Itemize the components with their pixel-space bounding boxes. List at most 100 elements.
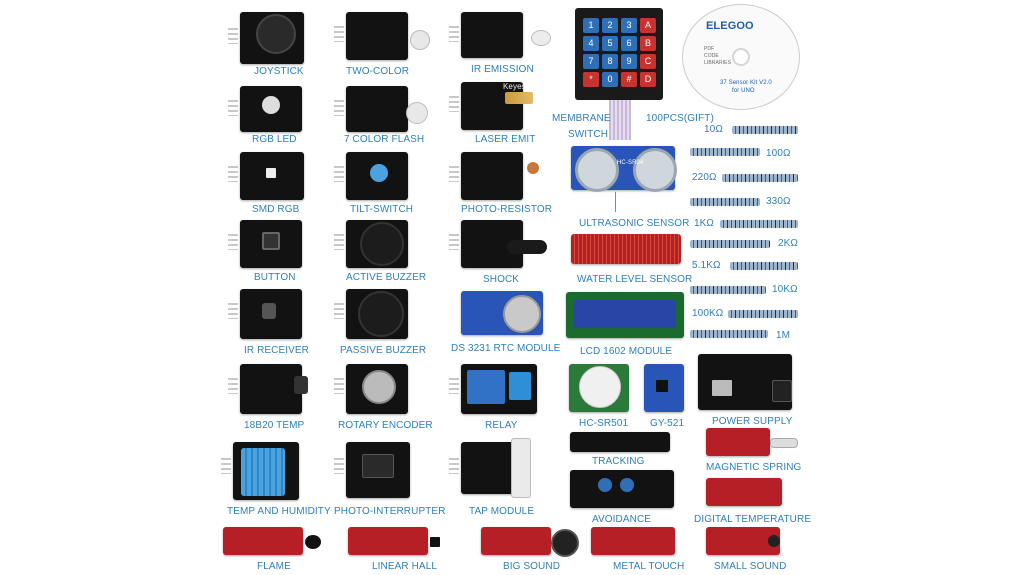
label-joystick: JOYSTICK: [254, 66, 304, 77]
cd-line-pdf: PDF: [704, 46, 715, 52]
header-pins: [334, 234, 344, 250]
photo-resistor-board: [461, 152, 523, 200]
two-color-board: [346, 12, 408, 60]
key-b: B: [640, 36, 656, 51]
label-button: BUTTON: [254, 272, 296, 283]
cd-logo: ELEGOO: [706, 20, 754, 32]
label-small-sound: SMALL SOUND: [714, 561, 787, 572]
module-avoidance: AVOIDANCE: [570, 468, 690, 528]
tracking-board: [570, 432, 670, 452]
cd-line-code: CODE: [704, 53, 719, 59]
label-18b20-temp: 18B20 TEMP: [244, 420, 305, 431]
lead-wire: [615, 192, 616, 212]
key-hash: #: [621, 72, 637, 87]
module-tracking: TRACKING: [570, 430, 680, 470]
module-photo-resistor: PHOTO-RESISTOR: [445, 148, 565, 218]
label-smd-rgb: SMD RGB: [252, 204, 300, 215]
ir-receiver-icon: [262, 303, 276, 319]
res-100k: 100KΩ: [692, 308, 724, 319]
cd-line-libraries: LIBRARIES: [704, 60, 732, 66]
cd-disc: [682, 4, 800, 110]
module-two-color: TWO-COLOR: [330, 8, 440, 78]
key-9: 9: [621, 54, 637, 69]
module-photo-interrupter: PHOTO-INTERRUPTER: [330, 440, 445, 520]
module-power-supply: POWER SUPPLY: [690, 350, 800, 430]
resistor-row: [732, 126, 798, 134]
module-hc-sr501: HC-SR501: [565, 362, 637, 430]
ultrasonic-transducer-icon: [633, 148, 677, 192]
magnetic-spring-board: [706, 428, 770, 456]
tilt-switch-icon: [370, 164, 388, 182]
tap-spring-icon: [511, 438, 531, 498]
header-pins: [334, 303, 344, 319]
laser-head-icon: [505, 92, 533, 104]
usb-port-icon: [712, 380, 732, 396]
label-flame: FLAME: [257, 561, 291, 572]
label-linear-hall: LINEAR HALL: [372, 561, 438, 572]
label-relay: RELAY: [485, 420, 518, 431]
resistor-row: [728, 310, 798, 318]
7-color-flash-board: [346, 86, 408, 132]
label-metal-touch: METAL TOUCH: [613, 561, 685, 572]
key-c: C: [640, 54, 656, 69]
label-rgb-led: RGB LED: [252, 134, 297, 145]
key-d: D: [640, 72, 656, 87]
module-water-level: WATER LEVEL SENSOR: [565, 232, 693, 290]
header-pins: [334, 100, 344, 116]
module-passive-buzzer: PASSIVE BUZZER: [330, 287, 440, 357]
header-pins: [334, 458, 344, 474]
module-temp-humidity: TEMP AND HUMIDITY: [215, 440, 331, 520]
key-7: 7: [583, 54, 599, 69]
label-digital-temperature: DIGITAL TEMPERATURE: [694, 514, 812, 525]
header-pins: [449, 378, 459, 394]
header-pins: [334, 378, 344, 394]
header-pins: [449, 458, 459, 474]
module-rotary-encoder: ROTARY ENCODER: [330, 362, 440, 434]
water-level-board: [571, 234, 681, 264]
module-big-sound: BIG SOUND: [475, 525, 585, 575]
header-pins: [228, 28, 238, 44]
module-magnetic-spring: MAGNETIC SPRING: [700, 426, 801, 478]
res-220: 220Ω: [692, 172, 717, 183]
resistor-row: [690, 198, 760, 206]
keypad-grid: 1 2 3 A 4 5 6 B 7 8 9 C * 0 # D: [583, 18, 657, 87]
module-ir-receiver: IR RECEIVER: [228, 287, 318, 357]
led-icon: [410, 30, 430, 50]
res-5-1k: 5.1KΩ: [692, 260, 721, 271]
label-big-sound: BIG SOUND: [503, 561, 561, 572]
smd-led-icon: [266, 168, 276, 178]
module-ds3231: DS 3231 RTC MODULE: [445, 287, 565, 357]
label-gift: 100PCS(GIFT): [646, 113, 714, 124]
label-hc-sr501: HC-SR501: [579, 418, 629, 429]
res-2k: 2KΩ: [778, 238, 799, 249]
module-18b20-temp: 18B20 TEMP: [228, 362, 318, 434]
big-sound-board: [481, 527, 551, 555]
label-water-level: WATER LEVEL SENSOR: [577, 274, 693, 285]
label-ds3231: DS 3231 RTC MODULE: [451, 343, 561, 354]
label-two-color: TWO-COLOR: [346, 66, 410, 77]
resistor-row: [690, 148, 760, 156]
metal-touch-board: [591, 527, 675, 555]
led-icon: [406, 102, 428, 124]
potentiometer-icon: [598, 478, 612, 492]
label-photo-interrupter: PHOTO-INTERRUPTER: [334, 506, 446, 517]
res-1k: 1KΩ: [694, 218, 715, 229]
module-shock: SHOCK: [445, 218, 565, 286]
label-tracking: TRACKING: [592, 456, 645, 467]
coin-cell-icon: [503, 295, 541, 333]
elegoo-cd: ELEGOO PDF CODE LIBRARIES 37 Sensor Kit …: [678, 4, 802, 112]
linear-hall-board: [348, 527, 428, 555]
led-icon: [262, 96, 280, 114]
shock-sensor-icon: [507, 240, 547, 254]
module-tilt-switch: TILT-SWITCH: [330, 150, 440, 216]
label-rotary-encoder: ROTARY ENCODER: [338, 420, 433, 431]
temp-sensor-icon: [294, 376, 308, 394]
label-temp-humidity: TEMP AND HUMIDITY: [227, 506, 331, 517]
key-a: A: [640, 18, 656, 33]
label-membrane: MEMBRANE: [552, 113, 611, 124]
module-joystick: JOYSTICK: [228, 8, 318, 78]
ultrasonic-transducer-icon: [575, 148, 619, 192]
microphone-icon: [551, 529, 579, 557]
header-pins: [228, 378, 238, 394]
label-tap-module: TAP MODULE: [469, 506, 535, 517]
